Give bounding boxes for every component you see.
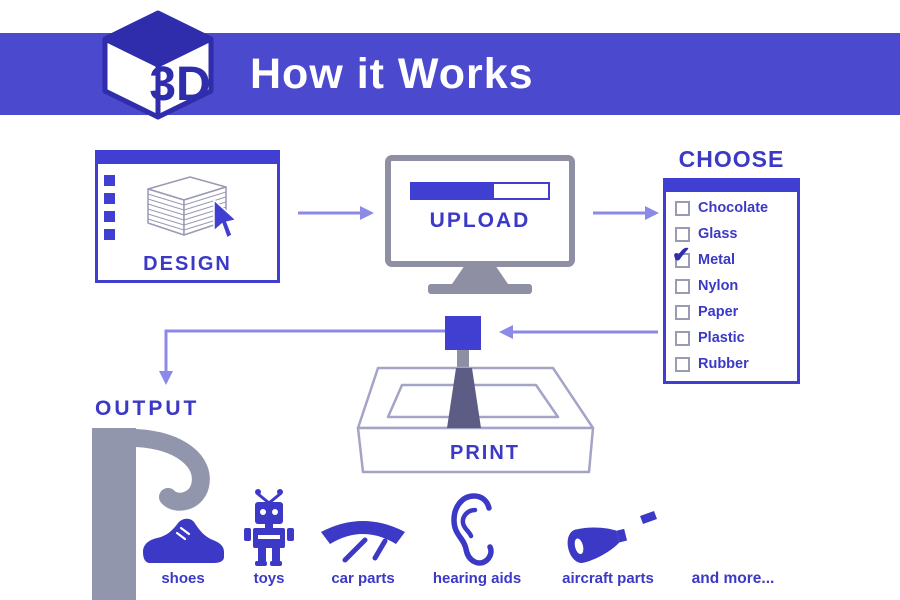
product-shoes: shoes <box>136 512 230 592</box>
output-label: OUTPUT <box>95 397 200 420</box>
material-row-rubber[interactable]: ✔ Rubber <box>666 351 797 377</box>
printer-tray-icon <box>356 366 595 474</box>
print-head <box>445 316 481 350</box>
material-row-nylon[interactable]: ✔ Nylon <box>666 273 797 299</box>
jet-engine-icon <box>567 511 657 564</box>
product-label: shoes <box>161 570 205 587</box>
arrowhead-right-icon <box>360 206 374 220</box>
checkbox-icon[interactable] <box>675 200 690 216</box>
product-hearing-aids: hearing aids <box>433 490 521 592</box>
toolbar-square-icon <box>104 229 115 240</box>
monitor-stand-neck <box>452 266 508 284</box>
cube-icon: 3D <box>102 10 214 120</box>
material-row-plastic[interactable]: ✔ Plastic <box>666 325 797 351</box>
logo-text: 3D <box>149 58 210 111</box>
product-car-parts: car parts <box>315 508 411 592</box>
product-label: toys <box>253 570 285 587</box>
design-titlebar <box>98 153 277 164</box>
choose-title: CHOOSE <box>678 146 785 172</box>
material-row-metal[interactable]: ✔ Metal <box>672 242 736 268</box>
output-chute-icon <box>92 428 210 600</box>
material-list: ✔ Chocolate ✔ Glass ✔ Metal ✔ Nylon ✔ <box>666 195 797 377</box>
arrowhead-left-icon <box>499 325 513 339</box>
upload-progress-bar <box>410 182 550 200</box>
material-row-paper[interactable]: ✔ Paper <box>666 299 797 325</box>
choose-material-panel: ✔ Chocolate ✔ Glass ✔ Metal ✔ Nylon ✔ <box>663 178 800 384</box>
checkbox-icon[interactable] <box>675 278 690 294</box>
choose-titlebar <box>666 181 797 192</box>
logo-3d: 3D <box>98 8 218 122</box>
upload-progress-fill <box>412 184 494 198</box>
print-track <box>447 368 481 428</box>
product-label: car parts <box>331 570 395 587</box>
windshield-wiper-icon <box>321 521 405 563</box>
product-aircraft-parts: aircraft parts <box>556 506 660 592</box>
and-more-label: and more... <box>691 570 775 587</box>
product-label: hearing aids <box>432 570 522 587</box>
page-title: How it Works <box>250 50 534 98</box>
material-row-glass[interactable]: ✔ Glass <box>666 221 797 247</box>
design-step-box: DESIGN <box>95 150 280 283</box>
toolbar-square-icon <box>104 175 115 186</box>
product-label: aircraft parts <box>562 570 654 587</box>
checkmark-icon: ✔ <box>672 242 691 267</box>
ear-icon <box>451 493 494 566</box>
checkbox-icon[interactable] <box>675 226 690 242</box>
shoe-icon <box>143 518 224 563</box>
checkbox-icon[interactable] <box>675 252 690 268</box>
cursor-icon <box>213 199 238 240</box>
material-row-chocolate[interactable]: ✔ Chocolate <box>666 195 797 221</box>
print-head-nozzle <box>457 350 469 369</box>
upload-label: UPLOAD <box>429 209 531 232</box>
checkbox-icon[interactable] <box>675 304 690 320</box>
design-label: DESIGN <box>143 253 232 275</box>
arrow-print-to-output <box>164 329 445 371</box>
product-toys: toys <box>241 484 297 592</box>
monitor-stand-base <box>428 284 532 294</box>
toolbar-square-icon <box>104 193 115 204</box>
upload-monitor: UPLOAD <box>385 155 575 267</box>
checkbox-icon[interactable] <box>675 330 690 346</box>
arrowhead-down-icon <box>159 371 173 385</box>
toolbar-square-icon <box>104 211 115 222</box>
checkbox-icon[interactable] <box>675 356 690 372</box>
print-label: PRINT <box>450 442 520 464</box>
robot-icon <box>244 489 294 566</box>
arrowhead-right-icon <box>645 206 659 220</box>
